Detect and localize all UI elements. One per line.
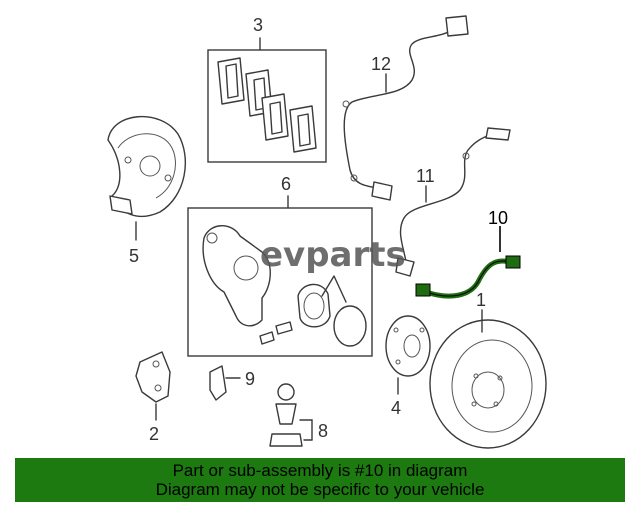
rotor-group[interactable]: 1 — [429, 290, 547, 449]
ball-joint-group[interactable]: 8 — [269, 383, 328, 447]
callout-9: 9 — [245, 369, 255, 389]
callout-8: 8 — [318, 421, 328, 441]
brake-pads-box — [207, 49, 327, 163]
banner-line-2: Diagram may not be specific to your vehi… — [155, 480, 485, 499]
caliper-bracket-group[interactable]: 2 — [135, 351, 171, 444]
banner-line-1: Part or sub-assembly is #10 in diagram — [172, 461, 468, 480]
callout-1: 1 — [476, 290, 486, 310]
knuckle-box — [187, 207, 373, 357]
parts-diagram: 3 5 12 11 10 — [107, 15, 547, 449]
callout-3: 3 — [253, 15, 263, 35]
info-banner: Part or sub-assembly is #10 in diagram D… — [15, 458, 625, 502]
callout-12: 12 — [371, 54, 391, 74]
knuckle-group[interactable]: 6 — [187, 174, 373, 357]
callout-6: 6 — [281, 174, 291, 194]
callout-4: 4 — [391, 398, 401, 418]
watermark-logo: evparts — [260, 235, 406, 275]
abs-sensor-12-group[interactable]: 12 — [342, 15, 469, 201]
abs-sensor-11-group[interactable]: 11 — [395, 127, 511, 277]
brake-pads-group[interactable]: 3 — [207, 15, 327, 163]
callout-5: 5 — [129, 246, 139, 266]
callout-2: 2 — [149, 424, 159, 444]
dust-shield-group[interactable]: 5 — [107, 115, 186, 266]
callout-10: 10 — [488, 208, 508, 228]
hub-group[interactable]: 4 — [385, 315, 431, 418]
bracket-9-group[interactable]: 9 — [209, 365, 255, 401]
callout-11: 11 — [416, 166, 435, 186]
brake-hose-group[interactable]: 10 — [415, 208, 521, 299]
